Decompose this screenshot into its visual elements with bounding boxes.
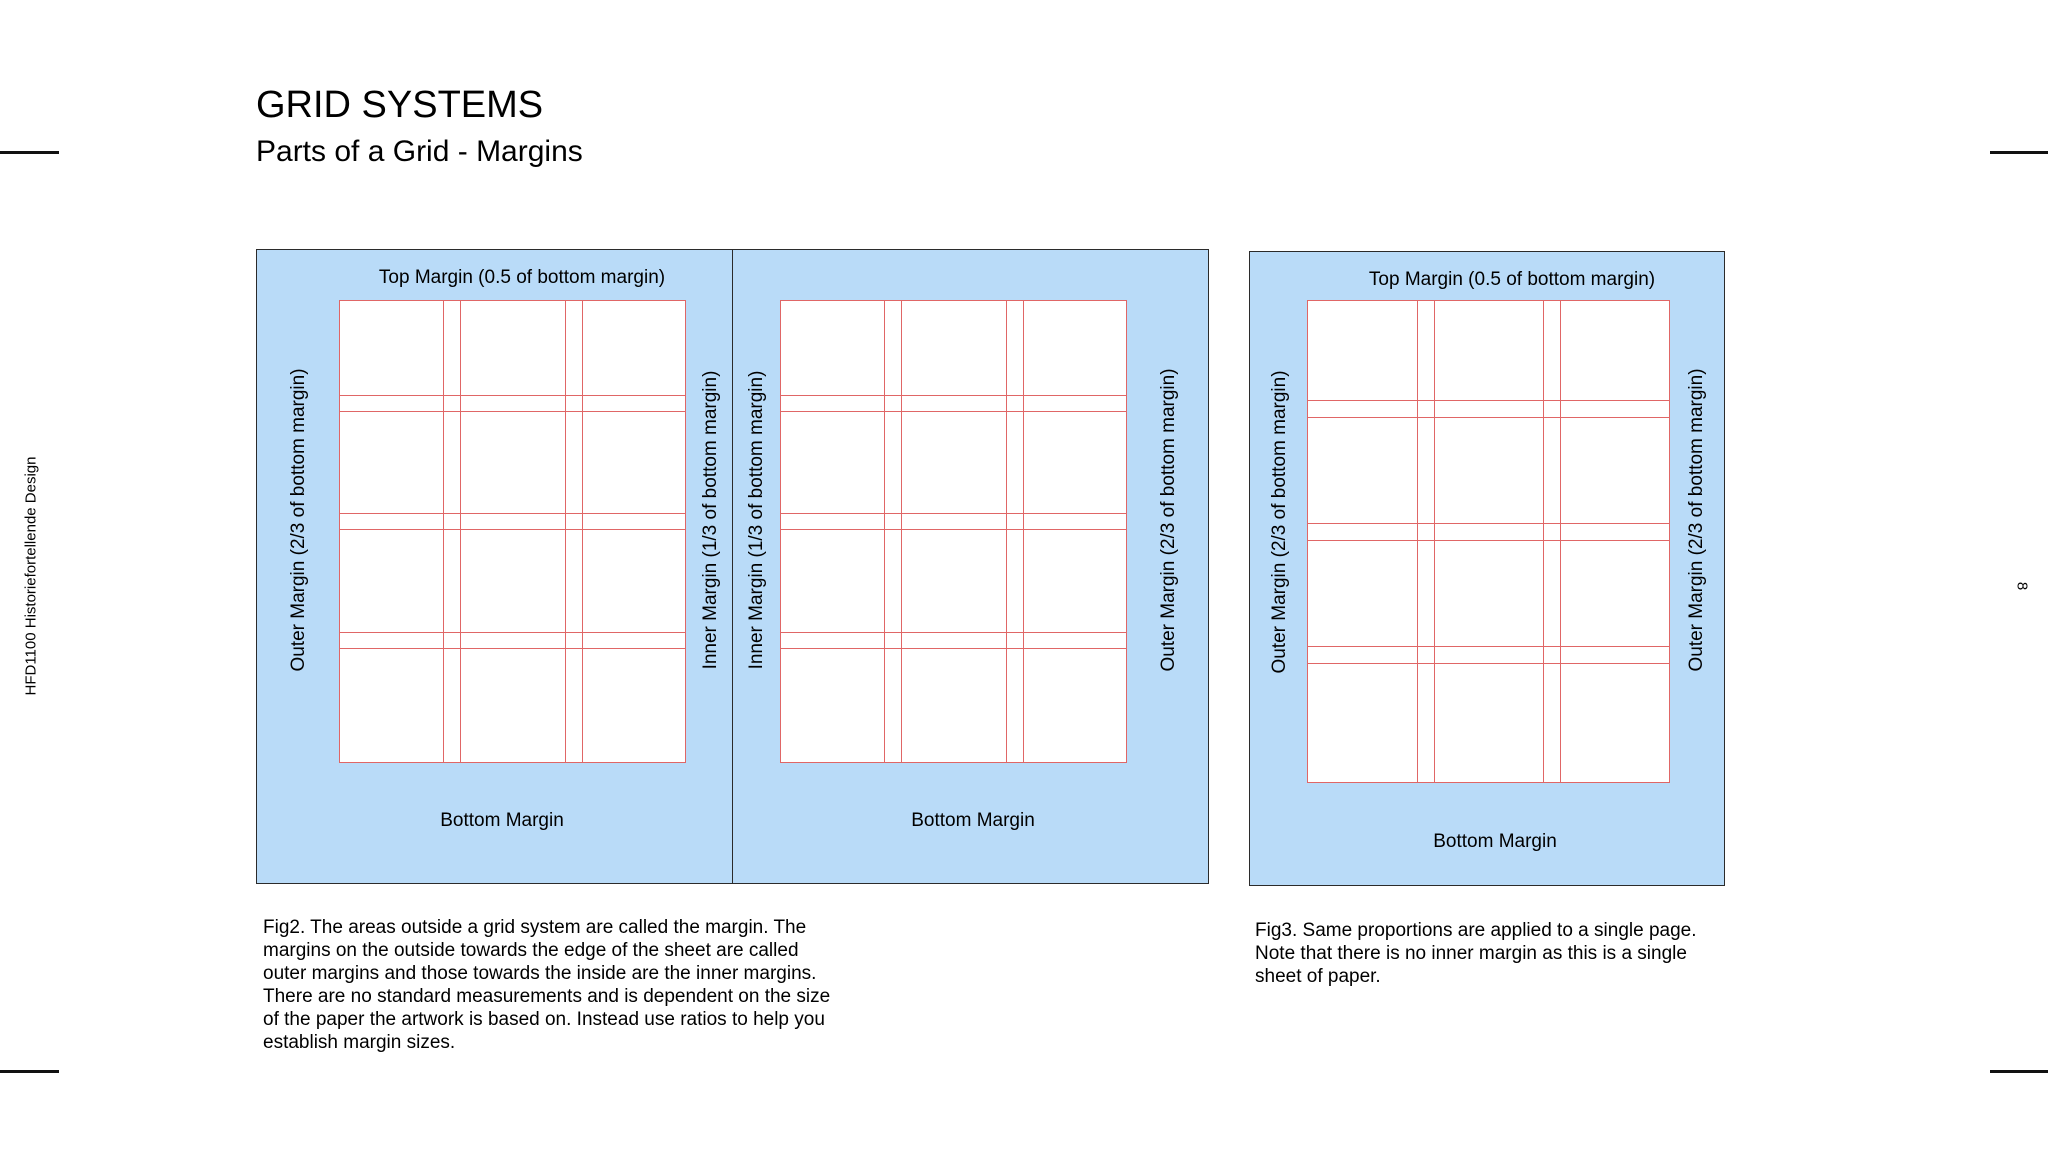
grid-row-line [340, 395, 685, 396]
grid-column-line [443, 301, 444, 762]
grid-row-line [1308, 400, 1669, 401]
grid-row-line [1308, 663, 1669, 664]
grid-column-line [582, 301, 583, 762]
grid-column-line [1543, 301, 1544, 782]
fig3-top-margin-label: Top Margin (0.5 of bottom margin) [1368, 269, 1656, 290]
page-subtitle: Parts of a Grid - Margins [256, 135, 583, 168]
grid-row-line [340, 411, 685, 412]
grid-row-line [1308, 523, 1669, 524]
fig2-right-bottom-margin-label: Bottom Margin [911, 810, 1035, 831]
grid-column-line [884, 301, 885, 762]
grid-column-line [901, 301, 902, 762]
fig2-left-page: Top Margin (0.5 of bottom margin) Bottom… [256, 249, 733, 884]
page-number: 8 [2013, 581, 2031, 591]
fig3-grid [1307, 300, 1670, 783]
page-title: GRID SYSTEMS [256, 84, 544, 126]
fig2-top-margin-label: Top Margin (0.5 of bottom margin) [378, 267, 666, 288]
grid-row-line [340, 529, 685, 530]
grid-row-line [1308, 417, 1669, 418]
fig2-caption: Fig2. The areas outside a grid system ar… [263, 917, 831, 1053]
fig2-left-bottom-margin-label: Bottom Margin [440, 810, 564, 831]
grid-column-line [565, 301, 566, 762]
grid-column-line [460, 301, 461, 762]
grid-row-line [781, 632, 1126, 633]
grid-row-line [781, 395, 1126, 396]
grid-row-line [781, 529, 1126, 530]
fig3-right-outer-margin-label: Outer Margin (2/3 of bottom margin) [1686, 368, 1707, 672]
grid-row-line [340, 648, 685, 649]
fig3-bottom-margin-label: Bottom Margin [1433, 831, 1557, 852]
fig2-right-page: Bottom Margin Inner Margin (1/3 of botto… [732, 249, 1209, 884]
fig2-right-inner-margin-label: Inner Margin (1/3 of bottom margin) [746, 370, 767, 670]
grid-row-line [781, 411, 1126, 412]
grid-row-line [781, 513, 1126, 514]
corner-tick-top-left [0, 151, 59, 154]
fig2-right-grid [780, 300, 1127, 763]
grid-row-line [781, 648, 1126, 649]
corner-tick-bottom-right [1990, 1070, 2048, 1073]
fig2-left-grid [339, 300, 686, 763]
corner-tick-bottom-left [0, 1070, 59, 1073]
grid-column-line [1560, 301, 1561, 782]
fig2-left-outer-margin-label: Outer Margin (2/3 of bottom margin) [288, 368, 309, 672]
grid-row-line [340, 632, 685, 633]
grid-row-line [1308, 646, 1669, 647]
corner-tick-top-right [1990, 151, 2048, 154]
fig2-left-inner-margin-label: Inner Margin (1/3 of bottom margin) [700, 370, 721, 670]
grid-column-line [1006, 301, 1007, 762]
grid-column-line [1434, 301, 1435, 782]
fig3-left-outer-margin-label: Outer Margin (2/3 of bottom margin) [1269, 370, 1290, 674]
fig3-caption: Fig3. Same proportions are applied to a … [1255, 920, 1697, 987]
grid-column-line [1417, 301, 1418, 782]
fig3-single-page: Top Margin (0.5 of bottom margin) Bottom… [1249, 251, 1725, 886]
grid-column-line [1023, 301, 1024, 762]
course-label: HFD1100 Historiefortellende Design [22, 456, 40, 696]
fig2-right-outer-margin-label: Outer Margin (2/3 of bottom margin) [1158, 368, 1179, 672]
grid-row-line [1308, 540, 1669, 541]
grid-row-line [340, 513, 685, 514]
